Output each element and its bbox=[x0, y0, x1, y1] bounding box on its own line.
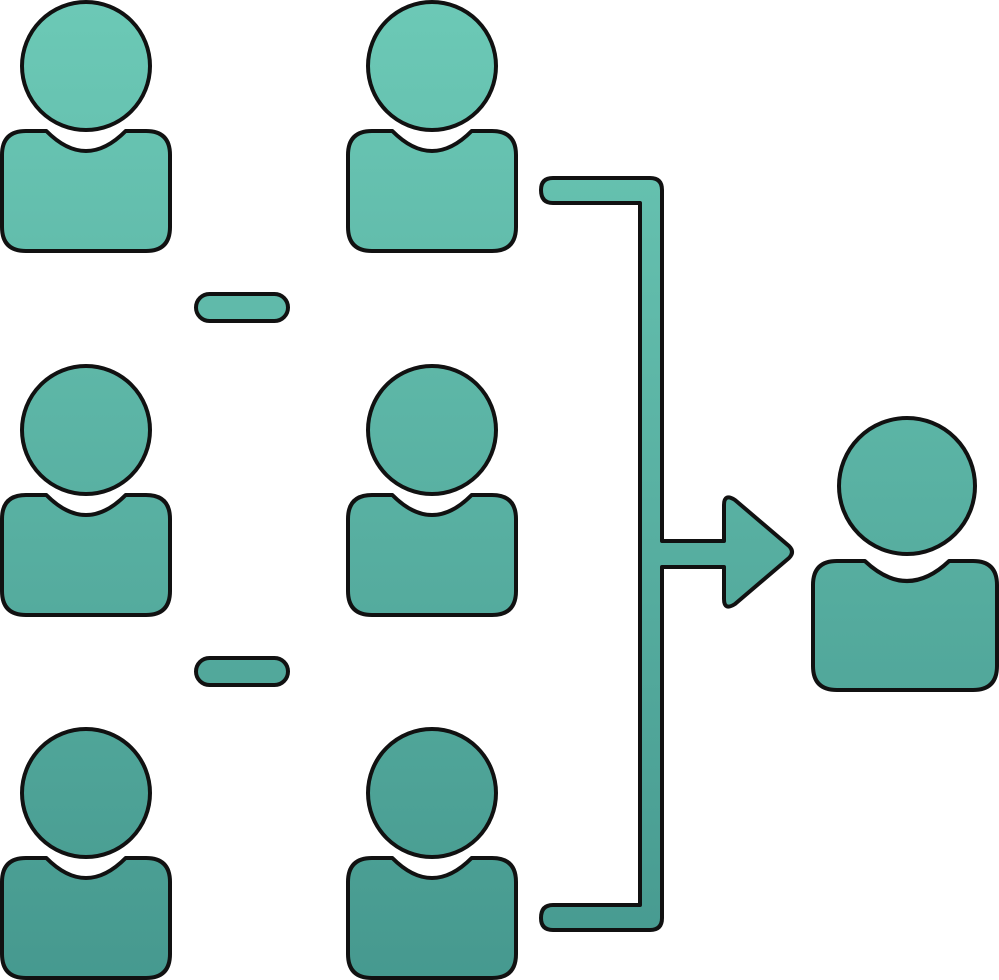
separator-dash-bottom bbox=[194, 656, 290, 687]
person-icon-r3-c1 bbox=[0, 727, 172, 980]
person-body bbox=[0, 493, 172, 617]
person-head bbox=[366, 0, 498, 132]
person-icon-r3-c2 bbox=[346, 727, 518, 980]
person-body bbox=[811, 559, 999, 692]
person-body bbox=[0, 129, 172, 253]
person-body bbox=[346, 493, 518, 617]
person-head bbox=[20, 364, 152, 496]
person-body bbox=[346, 856, 518, 980]
person-icon-r1-c2 bbox=[346, 0, 518, 253]
person-head bbox=[837, 416, 977, 556]
person-head bbox=[366, 364, 498, 496]
person-icon-result bbox=[811, 416, 999, 692]
person-head bbox=[366, 727, 498, 859]
bracket-arrow bbox=[539, 176, 794, 932]
person-icon-r2-c2 bbox=[346, 364, 518, 617]
person-head bbox=[20, 727, 152, 859]
person-body bbox=[0, 856, 172, 980]
person-icon-r1-c1 bbox=[0, 0, 172, 253]
person-icon-r2-c1 bbox=[0, 364, 172, 617]
separator-dash-top bbox=[194, 292, 290, 323]
person-head bbox=[20, 0, 152, 132]
person-body bbox=[346, 129, 518, 253]
